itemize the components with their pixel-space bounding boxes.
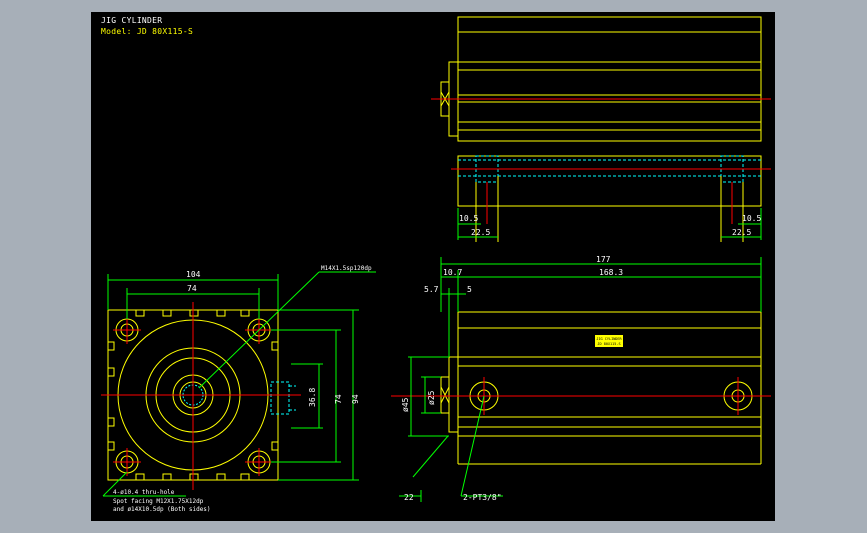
side-view-centerlines xyxy=(391,377,771,415)
dim-side-bottom: 22 xyxy=(404,493,414,502)
dim-side-rod-a: 5.7 xyxy=(424,285,439,294)
note-thread: M14X1.5sp120dp xyxy=(321,265,372,272)
top-view-foot-centers xyxy=(451,168,771,224)
drawing-model: Model: JD 80X115-S xyxy=(101,27,194,36)
dim-top-left-b: 22.5 xyxy=(471,228,490,237)
cad-drawing: 10.5 22.5 10.5 22.5 xyxy=(101,16,771,513)
dim-top-right-b: 22.5 xyxy=(732,228,751,237)
dim-side-overall: 177 xyxy=(596,255,611,264)
dim-side-offset: 10.7 xyxy=(443,268,462,277)
dim-front-height-mid: 74 xyxy=(334,394,343,404)
note-spot-facing-2: and ø14X10.5dp (Both sides) xyxy=(113,506,211,513)
side-view-nameplate: JIG CYLINDER JD 80X115-S xyxy=(595,335,623,347)
front-view: 104 74 94 74 36.8 M14X1.5sp120dp 4-ø10.4… xyxy=(101,265,376,513)
nameplate-line1: JIG CYLINDER xyxy=(596,337,622,341)
top-view-feet xyxy=(475,176,744,242)
top-view-lower-body xyxy=(457,155,762,207)
dim-side-rod-b: 5 xyxy=(467,285,472,294)
top-view: 10.5 22.5 10.5 22.5 xyxy=(431,16,771,242)
dim-side-flange-dia: ø45 xyxy=(401,397,410,412)
dim-top-right-a: 10.5 xyxy=(742,214,761,223)
drawing-title: JIG CYLINDER xyxy=(101,16,163,25)
note-spot-facing: Spot facing M12X1.75X12dp xyxy=(113,498,204,505)
side-view-dim-lines xyxy=(399,257,762,502)
side-view-rod-end xyxy=(440,386,450,404)
dim-side-body: 168.3 xyxy=(599,268,623,277)
top-view-body-lines xyxy=(440,31,761,137)
dim-side-rod-dia: ø25 xyxy=(427,390,436,405)
dim-front-width-outer: 104 xyxy=(186,270,201,279)
dim-side-port-note: 2-PT3/8" xyxy=(463,493,502,502)
dim-front-height-outer: 94 xyxy=(351,394,360,404)
front-view-dim-lines xyxy=(102,271,376,497)
note-holes: 4-ø10.4 thru-hole xyxy=(113,489,175,496)
front-view-hidden-port xyxy=(270,381,296,415)
cad-viewport[interactable]: JIG CYLINDER Model: JD 80X115-S xyxy=(91,12,775,521)
dim-top-left-a: 10.5 xyxy=(459,214,478,223)
front-view-notches xyxy=(107,309,279,481)
dim-front-width-inner: 74 xyxy=(187,284,197,293)
side-view: JIG CYLINDER JD 80X115-S xyxy=(391,255,771,502)
dim-front-height-inner: 36.8 xyxy=(308,388,317,407)
nameplate-line2: JD 80X115-S xyxy=(597,342,620,346)
top-view-dim-lines xyxy=(457,208,762,240)
